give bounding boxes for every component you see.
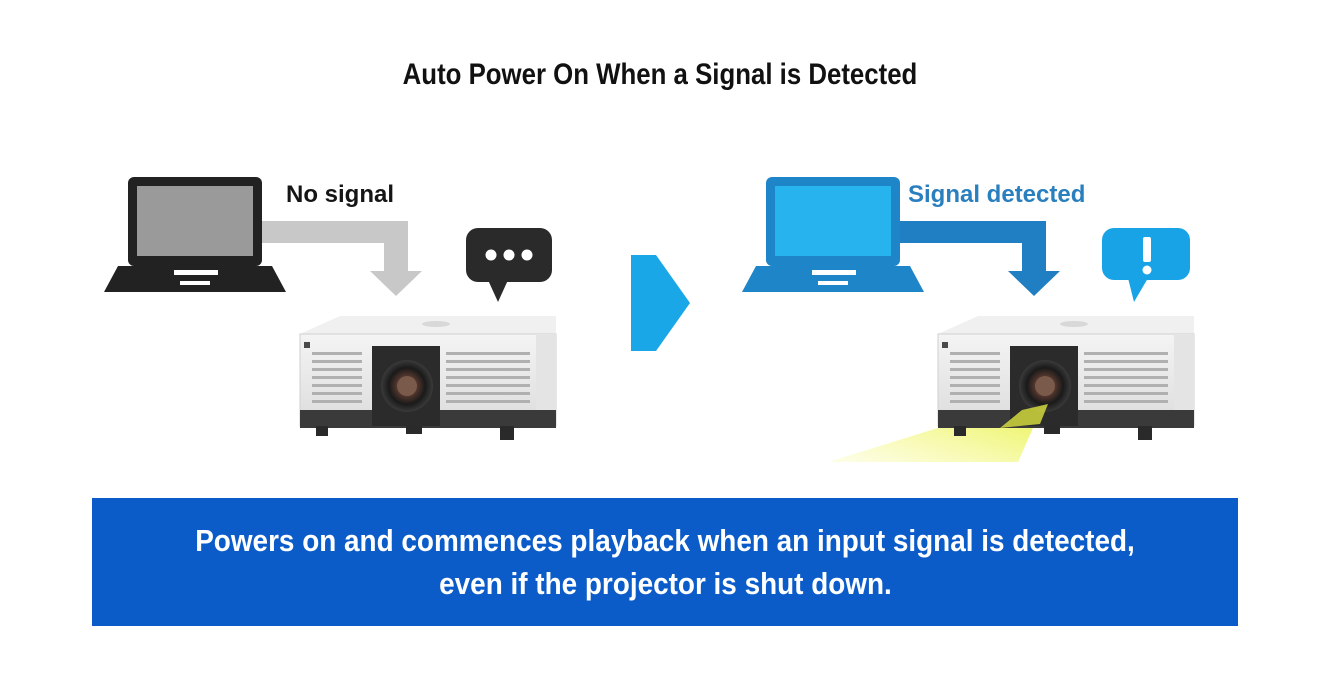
description-banner: Powers on and commences playback when an… bbox=[92, 498, 1238, 626]
laptop-icon-signal-detected bbox=[742, 177, 924, 292]
no-signal-label: No signal bbox=[286, 181, 395, 208]
projector-off bbox=[299, 316, 557, 440]
laptop-icon-no-signal bbox=[104, 177, 286, 292]
diagram-title: Auto Power On When a Signal is Detected bbox=[402, 58, 918, 91]
banner-line-2: even if the projector is shut down. bbox=[438, 566, 892, 601]
play-arrow-icon bbox=[631, 255, 690, 351]
signal-arrow-gray bbox=[262, 221, 422, 296]
signal-arrow-blue bbox=[900, 221, 1060, 296]
exclamation-speech-bubble-icon bbox=[1102, 228, 1190, 302]
banner-line-1: Powers on and commences playback when an… bbox=[195, 523, 1135, 558]
projector-on bbox=[828, 316, 1195, 462]
ellipsis-speech-bubble-icon bbox=[466, 228, 552, 302]
signal-detected-label: Signal detected bbox=[908, 181, 1086, 208]
